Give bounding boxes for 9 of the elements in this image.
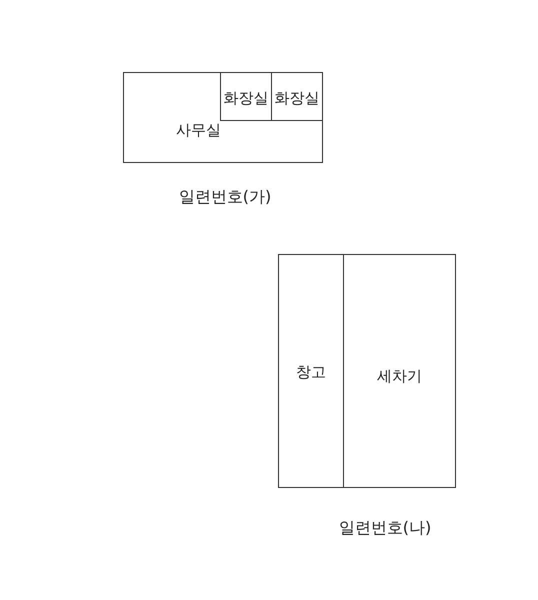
room-label: 화장실 bbox=[274, 89, 320, 107]
room bbox=[220, 72, 272, 121]
room-label: 창고 bbox=[296, 363, 326, 381]
room-label: 세차기 bbox=[377, 367, 422, 385]
building-caption: 일련번호(가) bbox=[178, 187, 272, 208]
room-label: 화장실 bbox=[224, 89, 268, 107]
building-caption: 일련번호(나) bbox=[338, 518, 432, 539]
building-outline bbox=[123, 72, 323, 163]
room-label: 사무실 bbox=[176, 121, 221, 139]
